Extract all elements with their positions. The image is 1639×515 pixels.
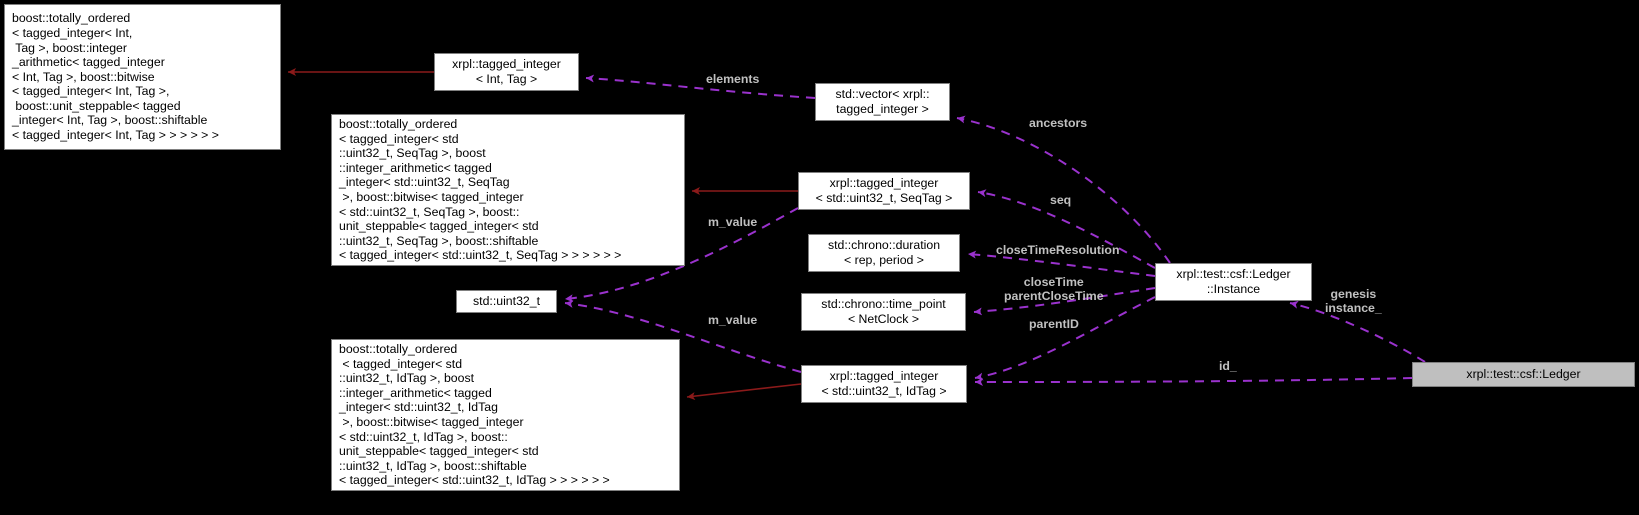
edge-elements: [585, 74, 816, 99]
node-std-chrono-time-point[interactable]: std::chrono::time_point < NetClock >: [801, 293, 966, 331]
node-label: xrpl::test::csf::Ledger: [1466, 367, 1581, 382]
node-label: xrpl::tagged_integer < std::uint32_t, Se…: [815, 176, 953, 205]
node-boost-totally-ordered-int-tag[interactable]: boost::totally_ordered < tagged_integer<…: [4, 4, 281, 150]
edge-parent-id: [974, 296, 1156, 381]
node-std-uint32-t[interactable]: std::uint32_t: [456, 290, 557, 313]
edge-inherit-idtag: [686, 383, 802, 401]
node-label: boost::totally_ordered < tagged_integer<…: [339, 342, 610, 488]
node-label: boost::totally_ordered < tagged_integer<…: [12, 11, 219, 143]
node-xrpl-test-csf-ledger[interactable]: xrpl::test::csf::Ledger: [1412, 362, 1635, 387]
node-xrpl-tagged-integer-idtag[interactable]: xrpl::tagged_integer < std::uint32_t, Id…: [801, 365, 967, 403]
node-label: xrpl::tagged_integer < std::uint32_t, Id…: [821, 369, 947, 398]
edge-m-value-seq: [564, 207, 799, 303]
node-label: xrpl::tagged_integer < Int, Tag >: [452, 57, 561, 86]
edge-id: [974, 377, 1413, 386]
node-label: std::vector< xrpl:: tagged_integer >: [835, 87, 930, 116]
edge-close-time-resolution: [967, 250, 1156, 277]
node-label: std::uint32_t: [473, 294, 540, 309]
node-boost-totally-ordered-seqtag[interactable]: boost::totally_ordered < tagged_integer<…: [331, 114, 685, 266]
node-xrpl-test-csf-ledger-instance[interactable]: xrpl::test::csf::Ledger ::Instance: [1155, 263, 1312, 301]
node-xrpl-tagged-integer-seqtag[interactable]: xrpl::tagged_integer < std::uint32_t, Se…: [798, 172, 970, 210]
edge-genesis-instance: [1289, 300, 1426, 363]
edge-close-time: [973, 287, 1156, 316]
node-xrpl-tagged-integer-int-tag[interactable]: xrpl::tagged_integer < Int, Tag >: [434, 53, 579, 91]
node-std-vector-xrpl-tagged-integer[interactable]: std::vector< xrpl:: tagged_integer >: [815, 83, 950, 121]
node-label: std::chrono::time_point < NetClock >: [821, 297, 946, 326]
edge-ancestors: [956, 115, 1171, 264]
node-std-chrono-duration[interactable]: std::chrono::duration < rep, period >: [808, 234, 960, 272]
node-label: xrpl::test::csf::Ledger ::Instance: [1176, 267, 1291, 296]
node-label: boost::totally_ordered < tagged_integer<…: [339, 117, 622, 263]
node-boost-totally-ordered-idtag[interactable]: boost::totally_ordered < tagged_integer<…: [331, 339, 680, 491]
node-label: std::chrono::duration < rep, period >: [827, 238, 941, 267]
